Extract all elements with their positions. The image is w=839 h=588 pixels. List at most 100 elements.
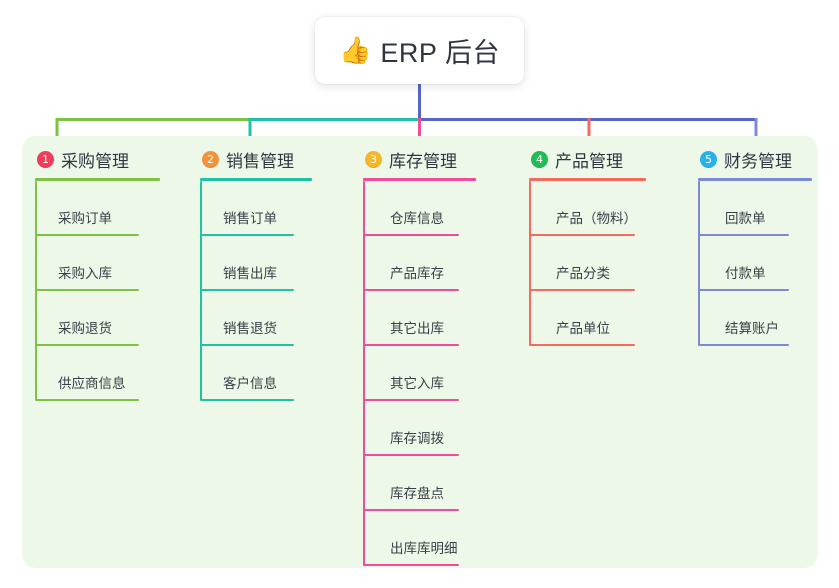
branch-rule-5: [698, 178, 812, 181]
branch-item-label: 采购退货: [58, 321, 112, 336]
branch-column-5: 5 财务管理回款单付款单结算账户: [698, 146, 812, 346]
branch-item-rule: [364, 344, 459, 346]
branch-item-rule: [699, 344, 789, 346]
branch-item-label: 出库库明细: [390, 541, 458, 556]
branch-item-rule: [201, 399, 294, 401]
branch-item-label: 供应商信息: [58, 376, 126, 391]
branch-item-rule: [36, 344, 139, 346]
branch-item[interactable]: 库存盘点: [364, 456, 476, 511]
branch-item-rule: [201, 289, 294, 291]
branch-item-rule: [36, 234, 139, 236]
branch-item[interactable]: 客户信息: [201, 346, 312, 401]
branch-item-rule: [530, 234, 635, 236]
branch-item[interactable]: 销售订单: [201, 181, 312, 236]
branch-item-label: 销售出库: [223, 266, 277, 281]
branch-item-label: 产品分类: [556, 266, 610, 281]
branch-item-label: 结算账户: [725, 321, 779, 336]
branch-header-4[interactable]: 4 产品管理: [529, 146, 646, 172]
branch-title-5: 财务管理: [724, 151, 792, 171]
branch-rule-1: [35, 178, 160, 181]
branch-item[interactable]: 库存调拨: [364, 401, 476, 456]
branch-item-rule: [699, 234, 789, 236]
branch-item-label: 产品（物料）: [556, 211, 637, 226]
branch-column-2: 2 销售管理销售订单销售出库销售退货客户信息: [200, 146, 312, 401]
branch-item-rule: [364, 454, 459, 456]
branch-item-rule: [530, 344, 635, 346]
branch-column-3: 3 库存管理仓库信息产品库存其它出库其它入库库存调拨库存盘点出库库明细: [363, 146, 476, 566]
branch-item[interactable]: 付款单: [699, 236, 812, 291]
branch-item[interactable]: 产品单位: [530, 291, 646, 346]
branch-item[interactable]: 产品（物料）: [530, 181, 646, 236]
branch-item-label: 仓库信息: [390, 211, 444, 226]
thumbs-up-icon: 👍: [339, 34, 372, 65]
branch-item-rule: [364, 234, 459, 236]
branch-item-rule: [364, 399, 459, 401]
branch-item[interactable]: 结算账户: [699, 291, 812, 346]
branch-item-rule: [364, 289, 459, 291]
branch-item-label: 其它入库: [390, 376, 444, 391]
branch-items-5: 回款单付款单结算账户: [698, 181, 812, 346]
branch-spine-5: [698, 181, 700, 346]
branch-item-rule: [201, 234, 294, 236]
branch-item[interactable]: 其它出库: [364, 291, 476, 346]
branch-title-3: 库存管理: [389, 151, 457, 171]
branch-badge-1: 1: [37, 150, 54, 168]
branch-rule-2: [200, 178, 312, 181]
branch-header-3[interactable]: 3 库存管理: [363, 146, 476, 172]
branch-item[interactable]: 采购入库: [36, 236, 160, 291]
branch-items-2: 销售订单销售出库销售退货客户信息: [200, 181, 312, 401]
branch-badge-2: 2: [202, 150, 219, 168]
branch-spine-3: [363, 181, 365, 566]
branch-item-label: 库存调拨: [390, 431, 444, 446]
branch-item-label: 产品单位: [556, 321, 610, 336]
branch-spine-4: [529, 181, 531, 346]
branch-item[interactable]: 采购退货: [36, 291, 160, 346]
root-node[interactable]: 👍 ERP 后台: [315, 17, 524, 84]
branch-spine-1: [35, 181, 37, 401]
branch-title-4: 产品管理: [555, 151, 623, 171]
branch-badge-5: 5: [700, 150, 717, 168]
branch-item-rule: [699, 289, 789, 291]
branch-item[interactable]: 采购订单: [36, 181, 160, 236]
branch-item-label: 采购订单: [58, 211, 112, 226]
branch-title-2: 销售管理: [226, 151, 294, 171]
branch-item-label: 采购入库: [58, 266, 112, 281]
branch-item-label: 产品库存: [390, 266, 444, 281]
root-node-content: 👍 ERP 后台: [339, 31, 500, 70]
branch-items-1: 采购订单采购入库采购退货供应商信息: [35, 181, 160, 401]
branch-items-3: 仓库信息产品库存其它出库其它入库库存调拨库存盘点出库库明细: [363, 181, 476, 566]
branch-item[interactable]: 销售出库: [201, 236, 312, 291]
branch-item-label: 付款单: [725, 266, 766, 281]
branch-items-4: 产品（物料） 产品分类产品单位: [529, 181, 646, 346]
branch-item[interactable]: 出库库明细: [364, 511, 476, 566]
branch-item-label: 客户信息: [223, 376, 277, 391]
branch-item-label: 销售退货: [223, 321, 277, 336]
branch-item[interactable]: 仓库信息: [364, 181, 476, 236]
branch-item-rule: [201, 344, 294, 346]
branch-item[interactable]: 回款单: [699, 181, 812, 236]
branch-rule-3: [363, 178, 476, 181]
branch-item[interactable]: 产品库存: [364, 236, 476, 291]
branch-item-rule: [36, 399, 139, 401]
branch-header-5[interactable]: 5 财务管理: [698, 146, 812, 172]
branch-badge-4: 4: [531, 150, 548, 168]
branch-item[interactable]: 销售退货: [201, 291, 312, 346]
branch-item-rule: [530, 289, 635, 291]
branch-item[interactable]: 其它入库: [364, 346, 476, 401]
branch-badge-3: 3: [365, 150, 382, 168]
branch-item-rule: [364, 509, 459, 511]
branch-item[interactable]: 供应商信息: [36, 346, 160, 401]
branch-item[interactable]: 产品分类: [530, 236, 646, 291]
root-title: ERP 后台: [380, 38, 500, 68]
branch-spine-2: [200, 181, 202, 401]
branch-item-label: 销售订单: [223, 211, 277, 226]
branch-header-2[interactable]: 2 销售管理: [200, 146, 312, 172]
branch-item-label: 库存盘点: [390, 486, 444, 501]
branch-item-rule: [364, 564, 459, 566]
branch-rule-4: [529, 178, 646, 181]
branch-item-label: 其它出库: [390, 321, 444, 336]
